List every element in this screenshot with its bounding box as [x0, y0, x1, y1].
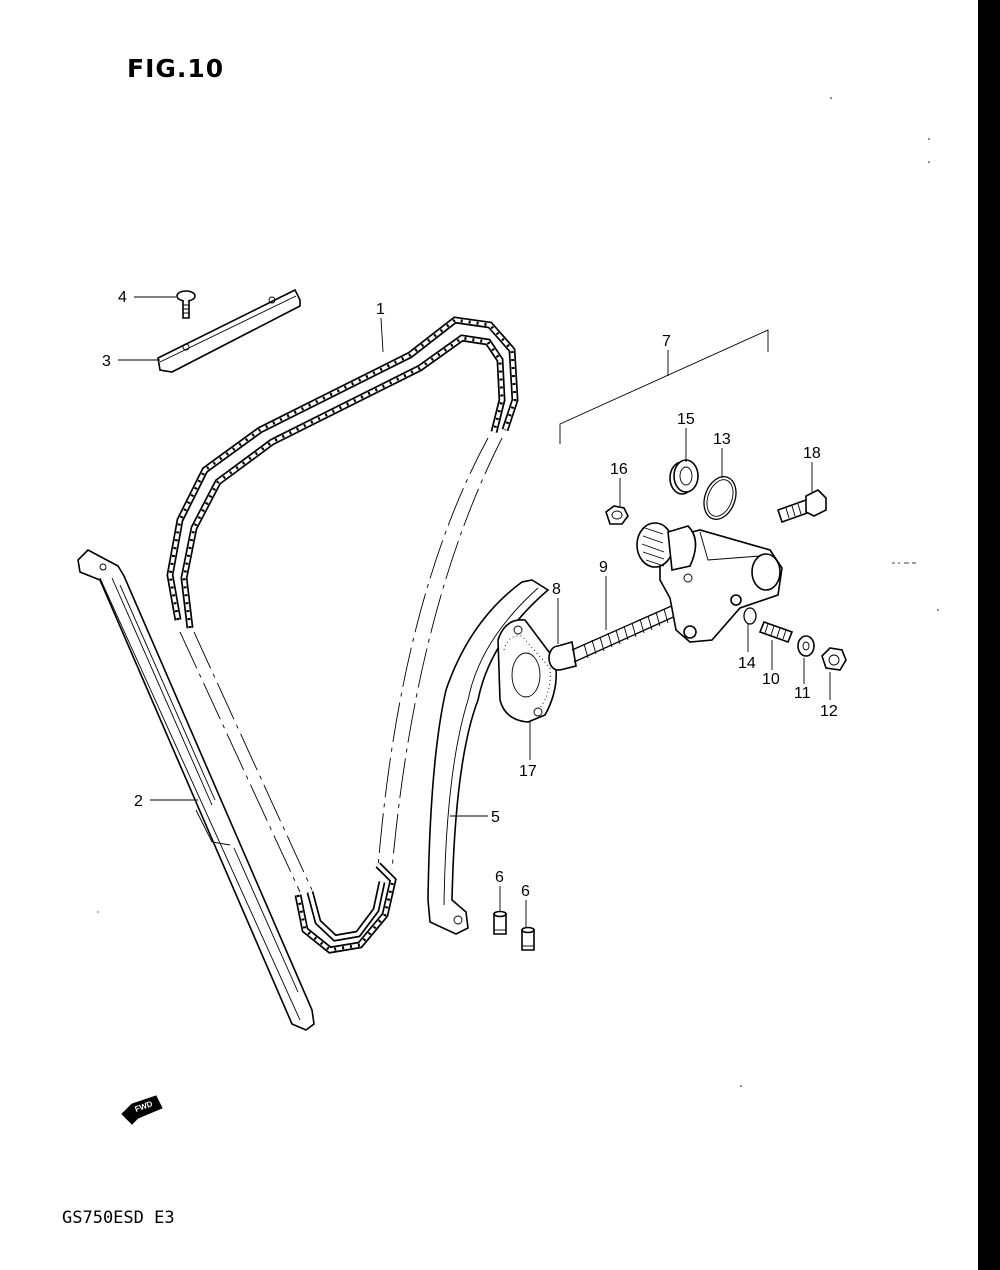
scan-specks [97, 97, 939, 1087]
part-18-bolt [776, 489, 827, 524]
callout-12: 12 [820, 703, 838, 720]
callout-17: 17 [519, 763, 537, 780]
callout-9: 9 [599, 559, 608, 576]
figure-title: FIG.10 [127, 54, 225, 83]
part-13-o-ring [703, 476, 737, 520]
part-12-nut [821, 647, 847, 671]
callout-14: 14 [738, 655, 756, 672]
part-3-guide-plate [157, 288, 301, 373]
callout-13: 13 [713, 431, 731, 448]
callout-1: 1 [376, 301, 385, 318]
part-17-gasket [497, 619, 558, 723]
fwd-arrow-icon: FWD [121, 1095, 163, 1125]
callout-8: 8 [552, 581, 561, 598]
callout-15: 15 [677, 411, 695, 428]
part-8-plunger [548, 640, 577, 671]
callout-labels: 4 3 1 7 15 13 18 16 8 9 14 10 11 12 17 2… [102, 289, 838, 900]
callout-16: 16 [610, 461, 628, 478]
callout-11: 11 [794, 685, 811, 702]
callout-2: 2 [134, 793, 143, 810]
callout-3: 3 [102, 353, 111, 370]
part-4-screw [176, 290, 196, 319]
part-16-nut [605, 505, 629, 525]
callout-18: 18 [803, 445, 821, 462]
model-code: GS750ESD E3 [62, 1208, 175, 1228]
part-6-dowel-pins [493, 910, 535, 951]
leader-lines [118, 296, 831, 928]
part-1-cam-chain [166, 316, 519, 954]
callout-5: 5 [491, 809, 500, 826]
callout-7: 7 [662, 333, 671, 350]
part-2-chain-guide [77, 549, 315, 1031]
tensioner-body [636, 522, 783, 643]
part-11-washer [797, 635, 815, 657]
callout-4: 4 [118, 289, 127, 306]
callout-6a: 6 [495, 869, 504, 886]
part-5-tensioner-guide [427, 579, 550, 935]
callout-6b: 6 [521, 883, 530, 900]
part-15-oil-seal [669, 459, 699, 495]
scan-edge-bar [978, 0, 1000, 1270]
part-9-spring [571, 603, 681, 663]
part-14-washer [743, 607, 757, 625]
callout-10: 10 [762, 671, 780, 688]
part-10-stud [758, 620, 794, 644]
